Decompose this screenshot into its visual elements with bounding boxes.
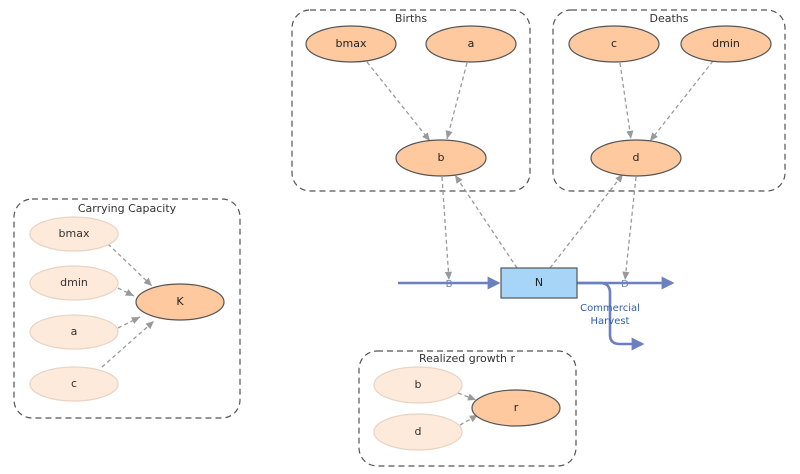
link-c-to-d: [619, 62, 634, 140]
node-deaths-dmin[interactable]: dmin: [680, 25, 772, 63]
link-N-to-b: [454, 174, 518, 269]
death-flow-tag: D: [621, 279, 629, 290]
node-deaths-c-label: c: [611, 37, 617, 50]
harvest-label-line2: Harvest: [591, 316, 630, 327]
node-r-label: r: [514, 401, 519, 414]
node-k-dmin[interactable]: dmin: [29, 265, 119, 301]
node-k-bmax-shape[interactable]: [29, 216, 119, 252]
link-b-to-births-flow: [441, 176, 453, 281]
stock-N-box[interactable]: [500, 267, 578, 299]
node-k-c[interactable]: c: [29, 366, 119, 402]
node-r-shape[interactable]: [471, 389, 561, 427]
node-r-d-label: d: [415, 425, 422, 438]
stock-N[interactable]: N: [500, 267, 578, 299]
link-rb-to-r: [457, 392, 477, 401]
node-births-a-label: a: [468, 37, 475, 50]
harvest-label-line1: Commercial: [580, 303, 640, 314]
node-births-b-shape[interactable]: [395, 139, 487, 177]
node-births-b-label: b: [438, 151, 445, 164]
influence-links: [101, 60, 714, 426]
carrying-capacity-title: Carrying Capacity: [78, 202, 177, 215]
node-k-dmin-label: dmin: [60, 276, 88, 289]
node-r-d[interactable]: d: [373, 413, 463, 451]
births-title: Births: [395, 12, 427, 25]
deaths-title: Deaths: [650, 12, 689, 25]
node-deaths-d-label: d: [633, 151, 640, 164]
node-k-c-shape[interactable]: [29, 366, 119, 402]
link-bmax-to-b: [366, 61, 431, 142]
carrying-capacity-box: [13, 198, 241, 419]
node-births-a[interactable]: a: [425, 25, 517, 63]
node-r[interactable]: r: [471, 389, 561, 427]
node-births-bmax-label: bmax: [336, 37, 367, 50]
node-r-b-label: b: [415, 378, 422, 391]
node-k-bmax[interactable]: bmax: [29, 216, 119, 252]
link-N-to-d: [549, 173, 624, 269]
link-d-to-deaths-flow: [622, 176, 637, 281]
node-deaths-dmin-shape[interactable]: [680, 25, 772, 63]
group-carrying-capacity: Carrying Capacity: [13, 198, 241, 419]
node-deaths-d[interactable]: d: [590, 139, 682, 177]
node-k-a-label: a: [71, 325, 78, 338]
link-kc-to-K: [101, 320, 155, 368]
link-dmin-to-d: [649, 60, 714, 142]
node-births-bmax[interactable]: bmax: [305, 25, 397, 63]
node-r-b[interactable]: b: [373, 366, 463, 404]
link-kdmin-to-K: [117, 287, 135, 297]
node-births-a-shape[interactable]: [425, 25, 517, 63]
realized-growth-title: Realized growth r: [419, 352, 516, 365]
node-births-b[interactable]: b: [395, 139, 487, 177]
node-deaths-c[interactable]: c: [568, 25, 660, 63]
node-deaths-dmin-label: dmin: [712, 37, 740, 50]
node-k-dmin-shape[interactable]: [29, 265, 119, 301]
birth-flow-tag: B: [446, 279, 453, 290]
node-k-bmax-label: bmax: [59, 227, 90, 240]
node-K-label: K: [176, 295, 184, 308]
stock-N-label: N: [535, 276, 543, 289]
node-births-bmax-shape[interactable]: [305, 25, 397, 63]
node-r-d-shape[interactable]: [373, 413, 463, 451]
node-K-shape[interactable]: [135, 283, 225, 321]
link-rd-to-r: [459, 414, 479, 426]
node-deaths-d-shape[interactable]: [590, 139, 682, 177]
node-r-b-shape[interactable]: [373, 366, 463, 404]
node-k-a[interactable]: a: [29, 314, 119, 350]
link-a-to-b: [445, 62, 468, 140]
node-k-a-shape[interactable]: [29, 314, 119, 350]
node-deaths-c-shape[interactable]: [568, 25, 660, 63]
node-k-c-label: c: [71, 377, 77, 390]
flows: B D Commercial Harvest: [398, 276, 675, 351]
node-K[interactable]: K: [135, 283, 225, 321]
link-kbmax-to-K: [107, 243, 153, 287]
harvest-flow: [578, 281, 645, 351]
